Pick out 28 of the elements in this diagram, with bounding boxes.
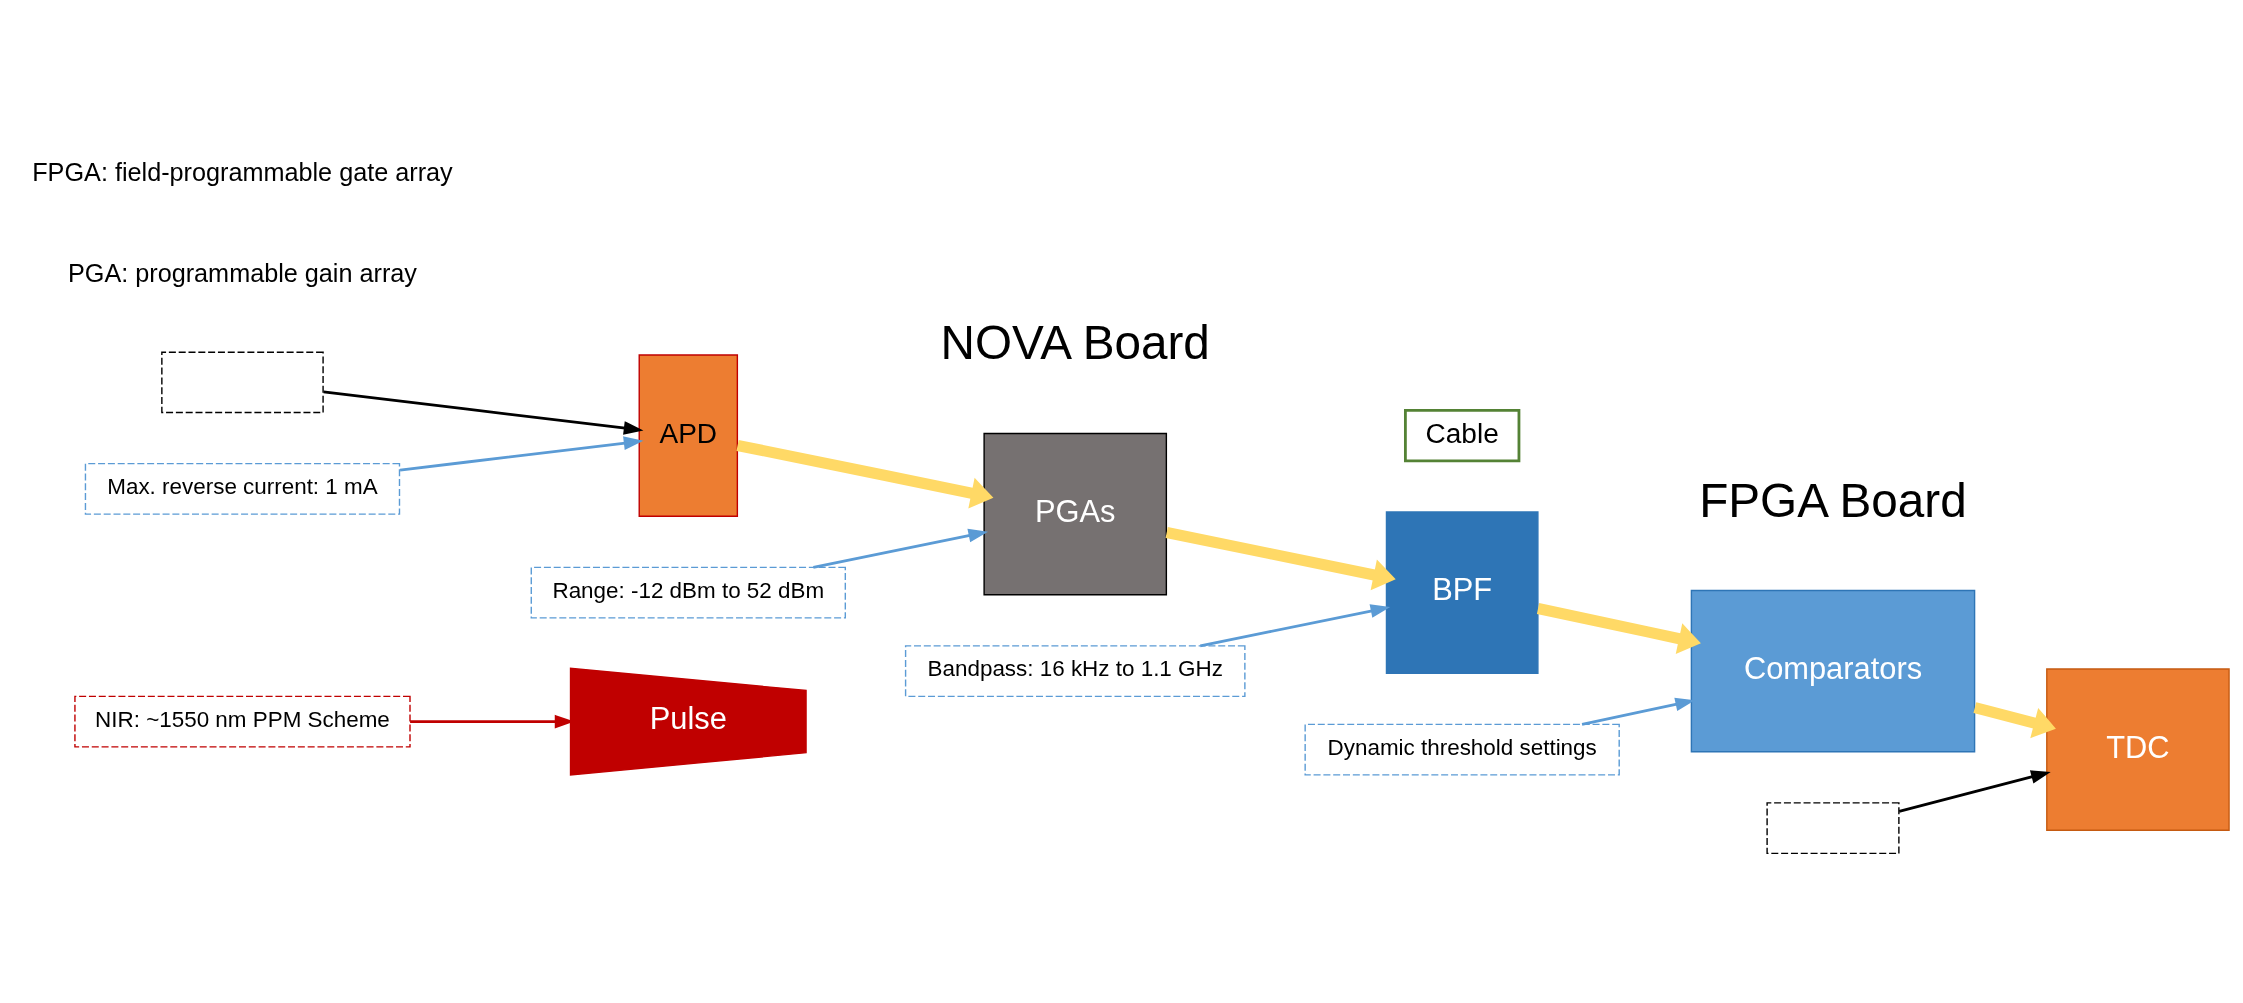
node-box: BPF <box>1385 511 1539 674</box>
node-box <box>161 351 324 414</box>
node-box: TDC <box>2046 668 2230 831</box>
arrow <box>1973 702 2056 739</box>
arrow <box>813 528 989 569</box>
label: FPGA Board <box>1699 473 1967 527</box>
node-box: Bandpass: 16 kHz to 1.1 GHz <box>904 645 1246 698</box>
arrow <box>1165 527 1396 591</box>
arrow <box>399 436 644 472</box>
arrow <box>1581 697 1695 726</box>
arrow <box>323 390 644 435</box>
arrow <box>1536 603 1701 654</box>
label: NOVA Board <box>940 316 1210 370</box>
node-box: NIR: ~1550 nm PPM Scheme <box>74 695 411 748</box>
node-box: APD <box>638 354 739 517</box>
arrow <box>1898 770 2051 813</box>
node-box: Range: -12 dBm to 52 dBm <box>530 566 846 619</box>
label: FPGA: field-programmable gate array <box>32 158 453 187</box>
node-box: Cable <box>1404 408 1521 463</box>
arrow <box>736 439 994 509</box>
node-box: Max. reverse current: 1 mA <box>84 462 401 515</box>
node-box <box>1766 802 1900 855</box>
node-box: PGAs <box>983 432 1168 596</box>
node-box: Dynamic threshold settings <box>1304 723 1620 776</box>
node-box: Comparators <box>1690 589 1976 753</box>
label: PGA: programmable gain array <box>67 258 417 287</box>
arrow <box>1200 604 1391 648</box>
node-box: Pulse <box>569 667 807 776</box>
